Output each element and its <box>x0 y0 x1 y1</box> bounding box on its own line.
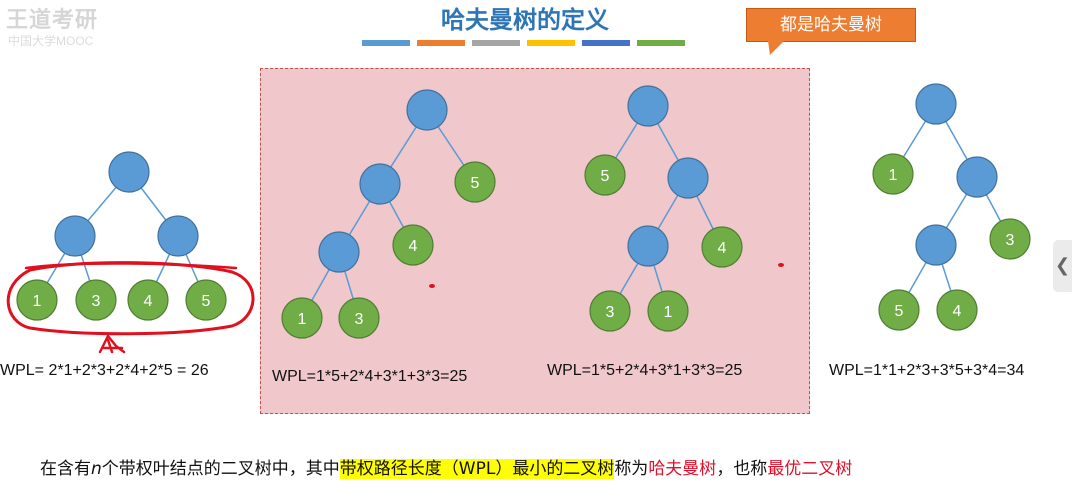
tree-3-leaf-weight: 5 <box>601 168 610 185</box>
color-bar-4 <box>527 40 575 46</box>
tree-4-wpl: WPL=1*1+2*3+3*5+3*4=34 <box>829 362 1025 379</box>
tree-2-leaf-node <box>392 224 434 266</box>
tree-edges <box>36 103 1011 319</box>
tree-1-wpl: WPL= 2*1+2*3+2*4+2*5 = 26 <box>0 362 209 379</box>
definition-part-1: 在含有 <box>40 459 91 479</box>
color-bar-3 <box>472 40 520 46</box>
tree-1-leaf-node <box>127 279 169 321</box>
definition-part-4: ，也称 <box>716 459 768 479</box>
tree-4-leaf-node <box>936 289 978 331</box>
definition-part-2: 个带权叶结点的二叉树中，其中 <box>101 459 340 479</box>
tree-2-leaf-weight: 3 <box>355 311 364 328</box>
color-bar-6 <box>637 40 685 46</box>
color-bar-2 <box>417 40 465 46</box>
tree-1-leaf-node <box>16 279 58 321</box>
page-title: 哈夫曼树的定义 <box>441 6 609 34</box>
watermark-subtitle: 中国大学MOOC <box>8 34 94 48</box>
tree-1-internal-node <box>54 215 96 257</box>
tree-4-leaf-weight: 5 <box>895 303 904 320</box>
tree-2-wpl: WPL=1*5+2*4+3*1+3*3=25 <box>272 368 468 385</box>
tree-1-leaf-weight: 1 <box>33 293 42 310</box>
definition-highlight: 带权路径长度（WPL）最小的二叉树 <box>339 459 615 479</box>
tree-3-leaf-node <box>647 290 689 332</box>
red-dot-mark <box>778 263 784 267</box>
tree-2-leaf-weight: 4 <box>409 238 418 255</box>
tree-3-leaf-weight: 3 <box>606 304 615 321</box>
tree-4-internal-node <box>915 83 957 125</box>
color-bar-1 <box>362 40 410 46</box>
tree-2-leaf-weight: 1 <box>298 311 307 328</box>
handwritten-annotations <box>6 261 784 354</box>
tree-1-leaf-weight: 3 <box>92 293 101 310</box>
tree-3-leaf-node <box>584 154 626 196</box>
tree-3-internal-node <box>627 85 669 127</box>
tree-4-leaf-node <box>878 289 920 331</box>
tree-3-internal-node <box>667 157 709 199</box>
tree-1-leaf-node <box>75 279 117 321</box>
definition-text: 在含有n个带权叶结点的二叉树中，其中带权路径长度（WPL）最小的二叉树称为哈夫曼… <box>40 454 852 479</box>
tree-4-leaf-weight: 4 <box>953 303 962 320</box>
tree-3-leaf-weight: 4 <box>718 240 727 257</box>
tree-2-leaf-node <box>281 297 323 339</box>
tree-1-leaf-weight: 4 <box>144 293 153 310</box>
tree-1-internal-node <box>157 215 199 257</box>
scribble-mark <box>98 333 126 354</box>
tree-4-leaf-node <box>872 153 914 195</box>
tree-1-internal-node <box>108 151 150 193</box>
tree-3-leaf-weight: 1 <box>664 304 673 321</box>
red-dot-mark <box>429 284 435 288</box>
tree-2-internal-node <box>318 231 360 273</box>
tree-2-leaf-node <box>338 297 380 339</box>
tree-4-leaf-weight: 1 <box>889 167 898 184</box>
tree-3-wpl: WPL=1*5+2*4+3*1+3*3=25 <box>547 362 743 379</box>
trees-diagram: 1 3 4 5 5 4 1 3 5 4 3 1 1 3 5 4 <box>6 83 1031 354</box>
callout-tail <box>768 41 784 55</box>
color-bar-5 <box>582 40 630 46</box>
definition-n: n <box>91 459 102 479</box>
tree-nodes: 1 3 4 5 5 4 1 3 5 4 3 1 1 3 5 4 <box>16 83 1031 339</box>
tree-2-internal-node <box>406 89 448 131</box>
leaf-circle-annotation-stroke <box>24 262 238 270</box>
tree-3-internal-node <box>627 225 669 267</box>
tree-4-internal-node <box>956 156 998 198</box>
definition-term-huffman: 哈夫曼树 <box>648 459 717 479</box>
tree-3-leaf-node <box>589 290 631 332</box>
tree-4-leaf-node <box>989 218 1031 260</box>
tree-2-internal-node <box>359 163 401 205</box>
definition-part-3: 称为 <box>614 459 649 479</box>
tree-4-leaf-weight: 3 <box>1006 232 1015 249</box>
tree-3-leaf-node <box>701 226 743 268</box>
tree-1-leaf-weight: 5 <box>202 293 211 310</box>
watermark-logo: 王道考研 <box>6 7 99 32</box>
callout-box: 都是哈夫曼树 <box>746 8 916 42</box>
definition-term-optimal: 最优二叉树 <box>767 459 853 479</box>
tree-2-leaf-weight: 5 <box>471 175 480 192</box>
tree-4-internal-node <box>915 224 957 266</box>
tree-1-leaf-node <box>185 279 227 321</box>
chevron-left-icon[interactable]: ❮ <box>1053 240 1072 292</box>
tree-2-leaf-node <box>454 161 496 203</box>
